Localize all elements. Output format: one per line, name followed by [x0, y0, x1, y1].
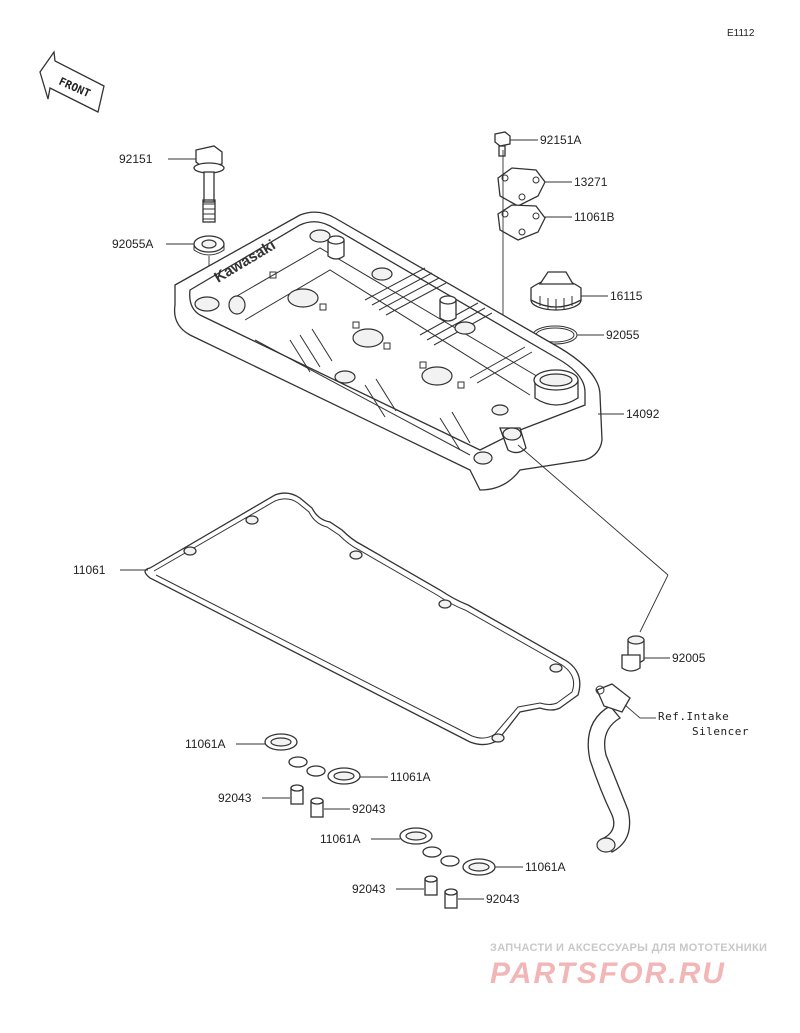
watermark-tagline: ЗАПЧАСТИ И АКСЕССУАРЫ ДЛЯ МОТОТЕХНИКИ: [490, 942, 767, 954]
part-number-92151A: 92151A: [540, 133, 581, 147]
collar-92043-2[interactable]: [310, 797, 324, 818]
cylinder-head-cover-14092[interactable]: Kawasaki: [173, 211, 603, 491]
small-ring-4: [440, 855, 460, 867]
part-number-11061B: 11061B: [574, 210, 614, 224]
part-number-92043-4: 92043: [486, 892, 520, 906]
watermark-logo: PARTSFOR.RU: [490, 957, 726, 990]
bolt-92151A[interactable]: [494, 131, 511, 157]
washer-92055A[interactable]: [193, 235, 225, 256]
seal-11061A-4[interactable]: [462, 858, 496, 876]
collar-92043-4[interactable]: [444, 888, 458, 909]
bolt-92151[interactable]: [193, 145, 225, 223]
oil-cap-16115[interactable]: [530, 271, 582, 311]
part-number-11061: 11061: [73, 563, 106, 577]
part-number-11061A-4: 11061A: [525, 860, 565, 874]
seal-11061A-1[interactable]: [264, 733, 298, 751]
part-number-16115: 16115: [610, 289, 643, 303]
gasket-11061[interactable]: [144, 492, 581, 746]
part-number-13271: 13271: [574, 175, 608, 189]
small-ring-1: [288, 756, 308, 768]
diagram-code: E1112: [727, 28, 755, 39]
reference-line-1: Ref.Intake: [658, 710, 729, 723]
part-number-11061A-2: 11061A: [390, 770, 430, 784]
part-number-92055A: 92055A: [112, 237, 153, 251]
seal-11061A-2[interactable]: [327, 767, 361, 785]
fitting-92005[interactable]: [621, 635, 645, 672]
plate-13271[interactable]: [497, 167, 546, 207]
gasket-11061B[interactable]: [497, 204, 546, 241]
part-number-92043-1: 92043: [218, 791, 252, 805]
part-number-92151: 92151: [119, 152, 153, 166]
part-number-14092: 14092: [626, 407, 660, 421]
collar-92043-1[interactable]: [290, 784, 304, 805]
small-ring-3: [422, 846, 442, 858]
part-number-92055: 92055: [606, 328, 640, 342]
front-arrow-icon: FRONT: [39, 50, 105, 113]
collar-92043-3[interactable]: [424, 875, 438, 896]
reference-line-2: Silencer: [692, 725, 749, 738]
part-number-11061A-1: 11061A: [185, 737, 225, 751]
seal-11061A-3[interactable]: [399, 827, 433, 845]
breather-hose: [587, 683, 631, 853]
small-ring-2: [306, 765, 326, 777]
part-number-92043-2: 92043: [352, 802, 386, 816]
part-number-11061A-3: 11061A: [320, 832, 360, 846]
part-number-92005: 92005: [672, 651, 706, 665]
part-number-92043-3: 92043: [352, 882, 386, 896]
